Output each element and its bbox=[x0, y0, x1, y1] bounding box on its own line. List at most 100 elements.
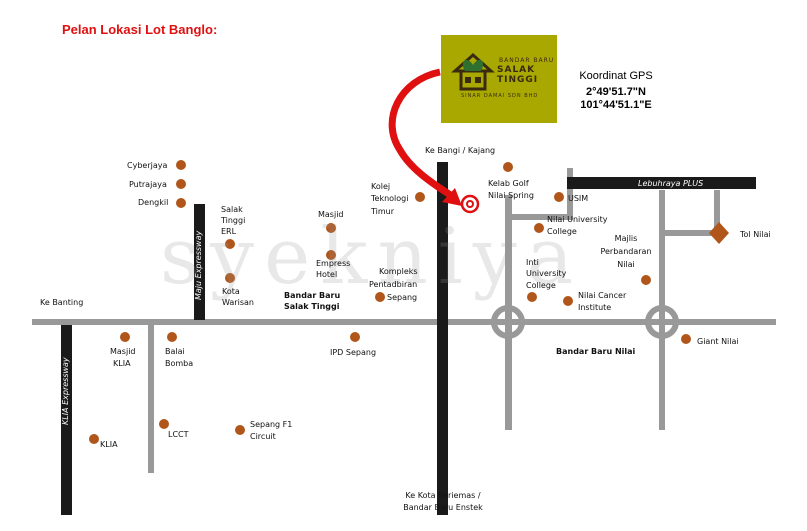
destination-marker-dot bbox=[466, 200, 474, 208]
label-masjid: Masjid bbox=[318, 210, 344, 219]
road-tol-link bbox=[665, 230, 720, 236]
label-putrajaya: Putrajaya bbox=[129, 180, 167, 189]
marker-kompleks bbox=[375, 292, 385, 302]
marker-lcct bbox=[159, 419, 169, 429]
label-maju-expressway: Maju Expressway bbox=[194, 231, 203, 301]
roundabout-nilai-2 bbox=[645, 305, 679, 339]
label-klia-expressway: KLIA Expressway bbox=[61, 357, 70, 425]
label-inti-1: Inti bbox=[526, 258, 539, 267]
label-ke-bangi: Ke Bangi / Kajang bbox=[425, 146, 496, 155]
label-empress-2: Hotel bbox=[316, 270, 338, 279]
label-kelab-golf-2: Nilai Spring bbox=[488, 191, 534, 200]
highway-bangi-kota bbox=[437, 162, 448, 515]
label-kompleks-1: Kompleks bbox=[379, 267, 418, 276]
label-balai-1: Balai bbox=[165, 347, 185, 356]
label-dengkil: Dengkil bbox=[138, 198, 169, 207]
highway-plus bbox=[567, 177, 756, 189]
label-ke-kota-2: Bandar Baru Enstek bbox=[403, 503, 483, 512]
gps-coordinates: Koordinat GPS 2°49'51.7"N 101°44'51.1"E bbox=[560, 70, 672, 112]
label-sepang-f1-1: Sepang F1 bbox=[250, 420, 293, 429]
page-title: Pelan Lokasi Lot Banglo: bbox=[62, 22, 218, 37]
label-bbst-1: Bandar Baru bbox=[284, 291, 341, 300]
label-ke-banting: Ke Banting bbox=[40, 298, 84, 307]
destination-marker bbox=[460, 194, 480, 214]
label-kolej-3: Timur bbox=[371, 207, 395, 216]
logo-line-2: SALAK TINGGI bbox=[497, 65, 539, 85]
marker-masjid bbox=[326, 223, 336, 233]
label-bandar-baru-nilai: Bandar Baru Nilai bbox=[556, 347, 636, 356]
label-inti-2: University bbox=[526, 269, 567, 278]
label-balai-2: Bomba bbox=[165, 359, 194, 368]
house-leaf-icon bbox=[451, 52, 495, 91]
label-masjid-klia-1: Masjid bbox=[110, 347, 136, 356]
label-kelab-golf-1: Kelab Golf bbox=[488, 179, 529, 188]
label-klia: KLIA bbox=[100, 440, 118, 449]
label-nilai-cancer-2: Institute bbox=[578, 303, 612, 312]
road-nilai-horizontal bbox=[505, 214, 573, 220]
marker-dengkil bbox=[176, 198, 186, 208]
label-majlis-3: Nilai bbox=[617, 260, 635, 269]
label-usim: USIM bbox=[568, 194, 589, 203]
highway-klia bbox=[61, 325, 72, 515]
label-kolej-1: Kolej bbox=[371, 182, 391, 191]
marker-sepang-f1 bbox=[235, 425, 245, 435]
label-kompleks-3: Sepang bbox=[387, 293, 418, 302]
watermark: syekniya bbox=[160, 212, 584, 302]
road-bandar-nilai bbox=[505, 195, 512, 430]
gps-longitude: 101°44'51.1"E bbox=[580, 99, 652, 111]
label-giant-nilai: Giant Nilai bbox=[697, 337, 739, 346]
label-ke-kota-1: Ke Kota Seriemas / bbox=[405, 491, 481, 500]
marker-kelab-golf bbox=[503, 162, 513, 172]
gps-latitude: 2°49'51.7"N bbox=[586, 86, 646, 98]
label-lebuhraya-plus: Lebuhraya PLUS bbox=[638, 179, 703, 188]
label-inti-3: College bbox=[526, 281, 556, 290]
logo-line-3: SINAR DAMAI SDN BHD bbox=[461, 93, 539, 99]
gps-heading: Koordinat GPS bbox=[579, 70, 653, 82]
marker-inti bbox=[527, 292, 537, 302]
marker-cyberjaya bbox=[176, 160, 186, 170]
marker-empress bbox=[326, 250, 336, 260]
label-kota-warisan-2: Warisan bbox=[222, 298, 254, 307]
road-balai bbox=[148, 325, 154, 473]
main-road bbox=[32, 319, 776, 325]
marker-masjid-klia bbox=[120, 332, 130, 342]
marker-putrajaya bbox=[176, 179, 186, 189]
label-salak-2: Tinggi bbox=[221, 216, 246, 225]
marker-klia bbox=[89, 434, 99, 444]
marker-kolej bbox=[415, 192, 425, 202]
road-tol-vertical bbox=[714, 190, 720, 234]
marker-usim bbox=[554, 192, 564, 202]
developer-logo: BANDAR BARU SALAK TINGGI SINAR DAMAI SDN… bbox=[441, 35, 557, 123]
marker-balai bbox=[167, 332, 177, 342]
label-lcct: LCCT bbox=[168, 430, 189, 439]
label-salak-3: ERL bbox=[221, 227, 237, 236]
label-salak-1: Salak bbox=[221, 205, 243, 214]
logo-line-1: BANDAR BARU bbox=[499, 57, 555, 64]
marker-nilai-uni bbox=[534, 223, 544, 233]
label-kolej-2: Teknologi bbox=[371, 194, 409, 203]
marker-giant bbox=[681, 334, 691, 344]
label-ipd-sepang: IPD Sepang bbox=[330, 348, 377, 357]
marker-salak-erl bbox=[225, 239, 235, 249]
label-nilai-uni-2: College bbox=[547, 227, 577, 236]
marker-majlis bbox=[641, 275, 651, 285]
label-majlis-2: Perbandaran bbox=[600, 247, 652, 256]
label-kota-warisan-1: Kota bbox=[222, 287, 240, 296]
label-bbst-2: Salak Tinggi bbox=[284, 302, 340, 311]
label-tol-nilai: Tol Nilai bbox=[740, 230, 771, 239]
highway-maju bbox=[194, 204, 205, 320]
label-nilai-uni-1: Nilai University bbox=[547, 215, 608, 224]
marker-kota-warisan bbox=[225, 273, 235, 283]
label-masjid-klia-2: KLIA bbox=[113, 359, 131, 368]
label-nilai-cancer-1: Nilai Cancer bbox=[578, 291, 627, 300]
marker-ipd bbox=[350, 332, 360, 342]
label-cyberjaya: Cyberjaya bbox=[127, 161, 168, 170]
label-sepang-f1-2: Circuit bbox=[250, 432, 276, 441]
road-usim-link bbox=[567, 168, 573, 220]
pointer-arrow bbox=[388, 68, 454, 199]
label-empress-1: Empress bbox=[316, 259, 351, 268]
pointer-arrow-head bbox=[442, 188, 462, 206]
roundabout-nilai-1 bbox=[491, 305, 525, 339]
place-markers bbox=[89, 160, 691, 444]
